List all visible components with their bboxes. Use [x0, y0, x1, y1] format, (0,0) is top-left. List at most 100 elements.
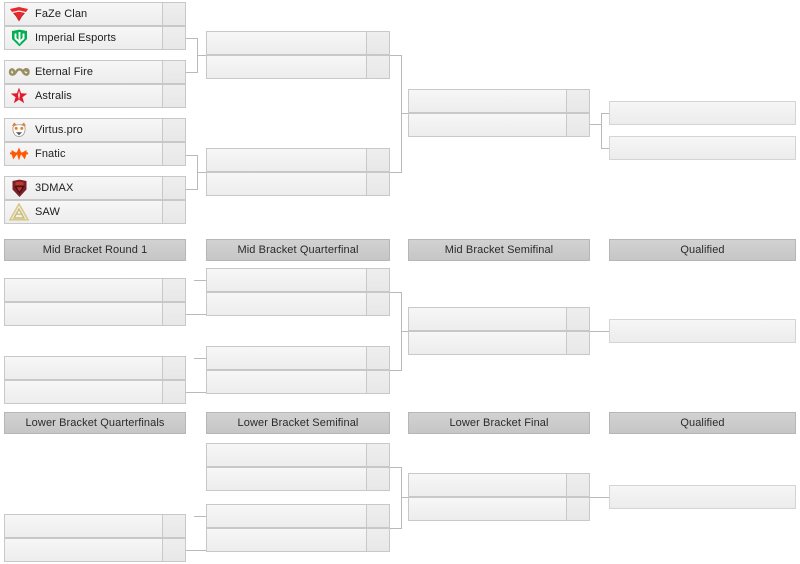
match-row-top[interactable]: [206, 148, 390, 172]
team-slot: [5, 357, 162, 379]
match-mid-qf-1[interactable]: [206, 268, 390, 316]
match-row-bottom[interactable]: Fnatic: [4, 142, 186, 166]
match-row-top[interactable]: Eternal Fire: [4, 60, 186, 84]
match-upper-qf-1[interactable]: [206, 31, 390, 79]
score-cell: [162, 201, 185, 223]
qualified-slot-upper-2[interactable]: [609, 136, 796, 160]
header-lower-qualified: Qualified: [609, 412, 796, 434]
connector: [390, 55, 402, 56]
match-row-top[interactable]: [206, 31, 390, 55]
team-slot: [207, 505, 366, 527]
connector: [186, 189, 198, 190]
connector: [197, 172, 206, 173]
score-cell: [366, 468, 389, 490]
match-row-bottom[interactable]: [206, 370, 390, 394]
match-upper-r1-3[interactable]: Virtus.pro Fnatic: [4, 118, 186, 166]
match-mid-sf-1[interactable]: [408, 307, 590, 355]
match-mid-qf-2[interactable]: [206, 346, 390, 394]
team-slot: [5, 539, 162, 561]
match-mid-r1-1[interactable]: [4, 278, 186, 326]
match-row-bottom[interactable]: [206, 172, 390, 196]
match-lower-sf-2[interactable]: [206, 504, 390, 552]
match-upper-r1-1[interactable]: FaZe Clan Imperial Esports: [4, 2, 186, 50]
connector: [401, 55, 402, 173]
score-cell: [162, 177, 185, 199]
match-lower-qf-1[interactable]: [4, 514, 186, 562]
team-slot: [207, 444, 366, 466]
match-row-bottom[interactable]: [206, 55, 390, 79]
score-cell: [566, 90, 589, 112]
team-slot: [207, 468, 366, 490]
header-lower-quarterfinals: Lower Bracket Quarterfinals: [4, 412, 186, 434]
faze-logo: [8, 4, 30, 24]
header-mid-semifinal: Mid Bracket Semifinal: [408, 239, 590, 261]
match-row-top[interactable]: [206, 346, 390, 370]
team-name: FaZe Clan: [35, 8, 88, 20]
match-upper-qf-2[interactable]: [206, 148, 390, 196]
match-row-bottom[interactable]: [408, 113, 590, 137]
imperial-logo: [8, 28, 30, 48]
match-row-top[interactable]: [408, 89, 590, 113]
match-lower-sf-1[interactable]: [206, 443, 390, 491]
match-upper-r1-2[interactable]: Eternal Fire Astralis: [4, 60, 186, 108]
match-row-bottom[interactable]: [4, 380, 186, 404]
team-slot: [409, 308, 566, 330]
score-cell: [162, 279, 185, 301]
match-row-bottom[interactable]: [206, 292, 390, 316]
header-mid-quarterfinal: Mid Bracket Quarterfinal: [206, 239, 390, 261]
score-cell: [366, 505, 389, 527]
match-row-bottom[interactable]: Astralis: [4, 84, 186, 108]
qualified-slot-upper-1[interactable]: [609, 101, 796, 125]
match-row-top[interactable]: Virtus.pro: [4, 118, 186, 142]
score-cell: [366, 173, 389, 195]
team-slot: Fnatic: [5, 143, 162, 165]
match-upper-sf-1[interactable]: [408, 89, 590, 137]
virtuspro-logo: [8, 120, 30, 140]
score-cell: [566, 114, 589, 136]
connector: [401, 113, 408, 114]
match-row-top[interactable]: [408, 473, 590, 497]
match-row-bottom[interactable]: SAW: [4, 200, 186, 224]
match-row-bottom[interactable]: [206, 467, 390, 491]
team-slot: [409, 498, 566, 520]
score-cell: [366, 529, 389, 551]
connector: [601, 113, 602, 149]
match-lower-final-1[interactable]: [408, 473, 590, 521]
team-name: 3DMAX: [35, 182, 74, 194]
match-row-top[interactable]: [206, 268, 390, 292]
match-row-top[interactable]: [206, 443, 390, 467]
score-cell: [162, 515, 185, 537]
connector: [401, 331, 408, 332]
match-row-top[interactable]: [4, 278, 186, 302]
match-row-bottom[interactable]: [4, 302, 186, 326]
match-row-bottom[interactable]: [408, 331, 590, 355]
match-row-bottom[interactable]: [4, 538, 186, 562]
score-cell: [366, 32, 389, 54]
qualified-slot-mid-1[interactable]: [609, 319, 796, 343]
score-cell: [366, 444, 389, 466]
connector: [186, 38, 198, 39]
connector: [590, 497, 609, 498]
team-slot: [207, 529, 366, 551]
match-row-bottom[interactable]: [206, 528, 390, 552]
match-row-top[interactable]: [206, 504, 390, 528]
qualified-slot-lower-1[interactable]: [609, 485, 796, 509]
header-lower-semifinal: Lower Bracket Semifinal: [206, 412, 390, 434]
match-row-top[interactable]: [4, 514, 186, 538]
team-slot: [5, 279, 162, 301]
score-cell: [162, 119, 185, 141]
match-row-bottom[interactable]: [408, 497, 590, 521]
team-name: Imperial Esports: [35, 32, 117, 44]
match-row-top[interactable]: [408, 307, 590, 331]
team-slot: [207, 347, 366, 369]
match-row-bottom[interactable]: Imperial Esports: [4, 26, 186, 50]
connector: [186, 392, 206, 393]
team-slot: [207, 56, 366, 78]
match-mid-r1-2[interactable]: [4, 356, 186, 404]
match-row-top[interactable]: FaZe Clan: [4, 2, 186, 26]
match-row-top[interactable]: [4, 356, 186, 380]
match-upper-r1-4[interactable]: 3DMAX SAW: [4, 176, 186, 224]
score-cell: [162, 143, 185, 165]
match-row-top[interactable]: 3DMAX: [4, 176, 186, 200]
